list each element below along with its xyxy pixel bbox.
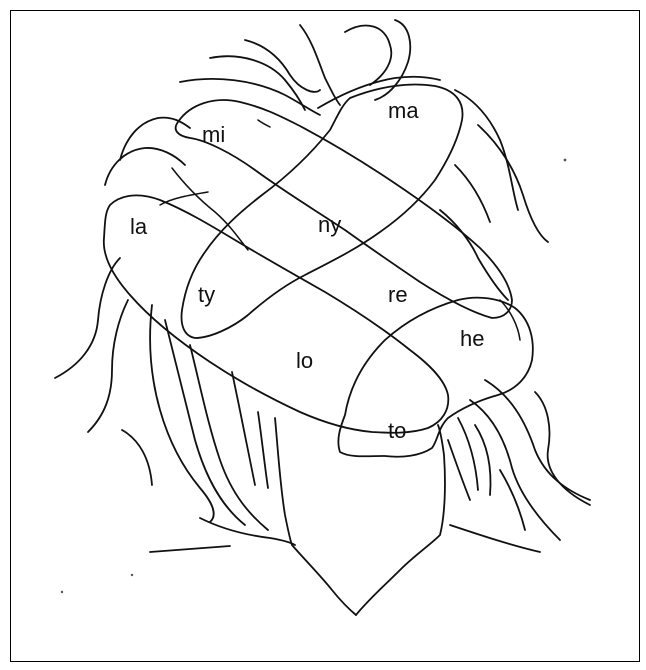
region-label-ty: ty: [198, 282, 215, 307]
region-label-to: to: [388, 418, 406, 443]
region-label-ny: ny: [318, 212, 341, 237]
region-label-ma: ma: [388, 98, 419, 123]
region-label-re: re: [388, 282, 408, 307]
region-label-mi: mi: [202, 122, 225, 147]
region-label-he: he: [460, 326, 484, 351]
region-outlines: [104, 85, 533, 457]
hair-strands: [55, 20, 590, 552]
neck-outline: [275, 418, 445, 615]
region-label-la: la: [130, 214, 148, 239]
region-label-lo: lo: [296, 348, 313, 373]
